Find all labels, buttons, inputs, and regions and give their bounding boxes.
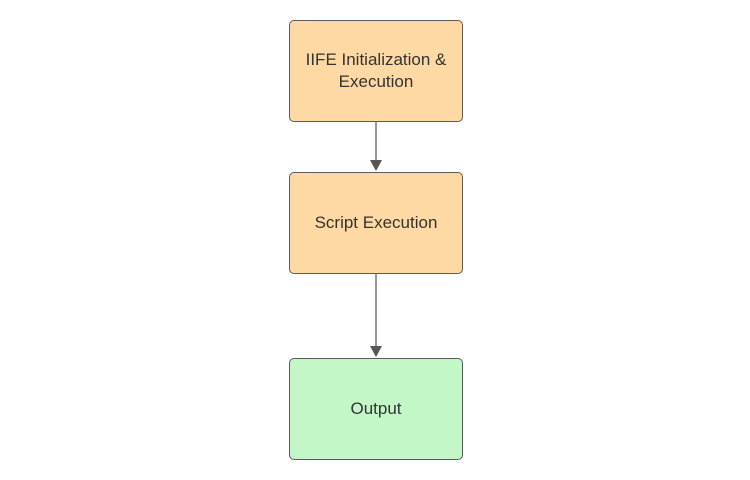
node-label: Output	[350, 399, 402, 418]
arrowhead-icon	[370, 160, 382, 171]
node-output[interactable]: Output	[289, 358, 463, 460]
edge-script-to-output	[370, 274, 382, 357]
node-label: IIFE Initialization & Execution	[305, 50, 447, 91]
node-script-execution[interactable]: Script Execution	[289, 172, 463, 274]
edge-init-to-script	[370, 122, 382, 171]
node-label: Script Execution	[314, 213, 438, 232]
arrowhead-icon	[370, 346, 382, 357]
node-iife-initialization[interactable]: IIFE Initialization & Execution	[289, 20, 463, 122]
